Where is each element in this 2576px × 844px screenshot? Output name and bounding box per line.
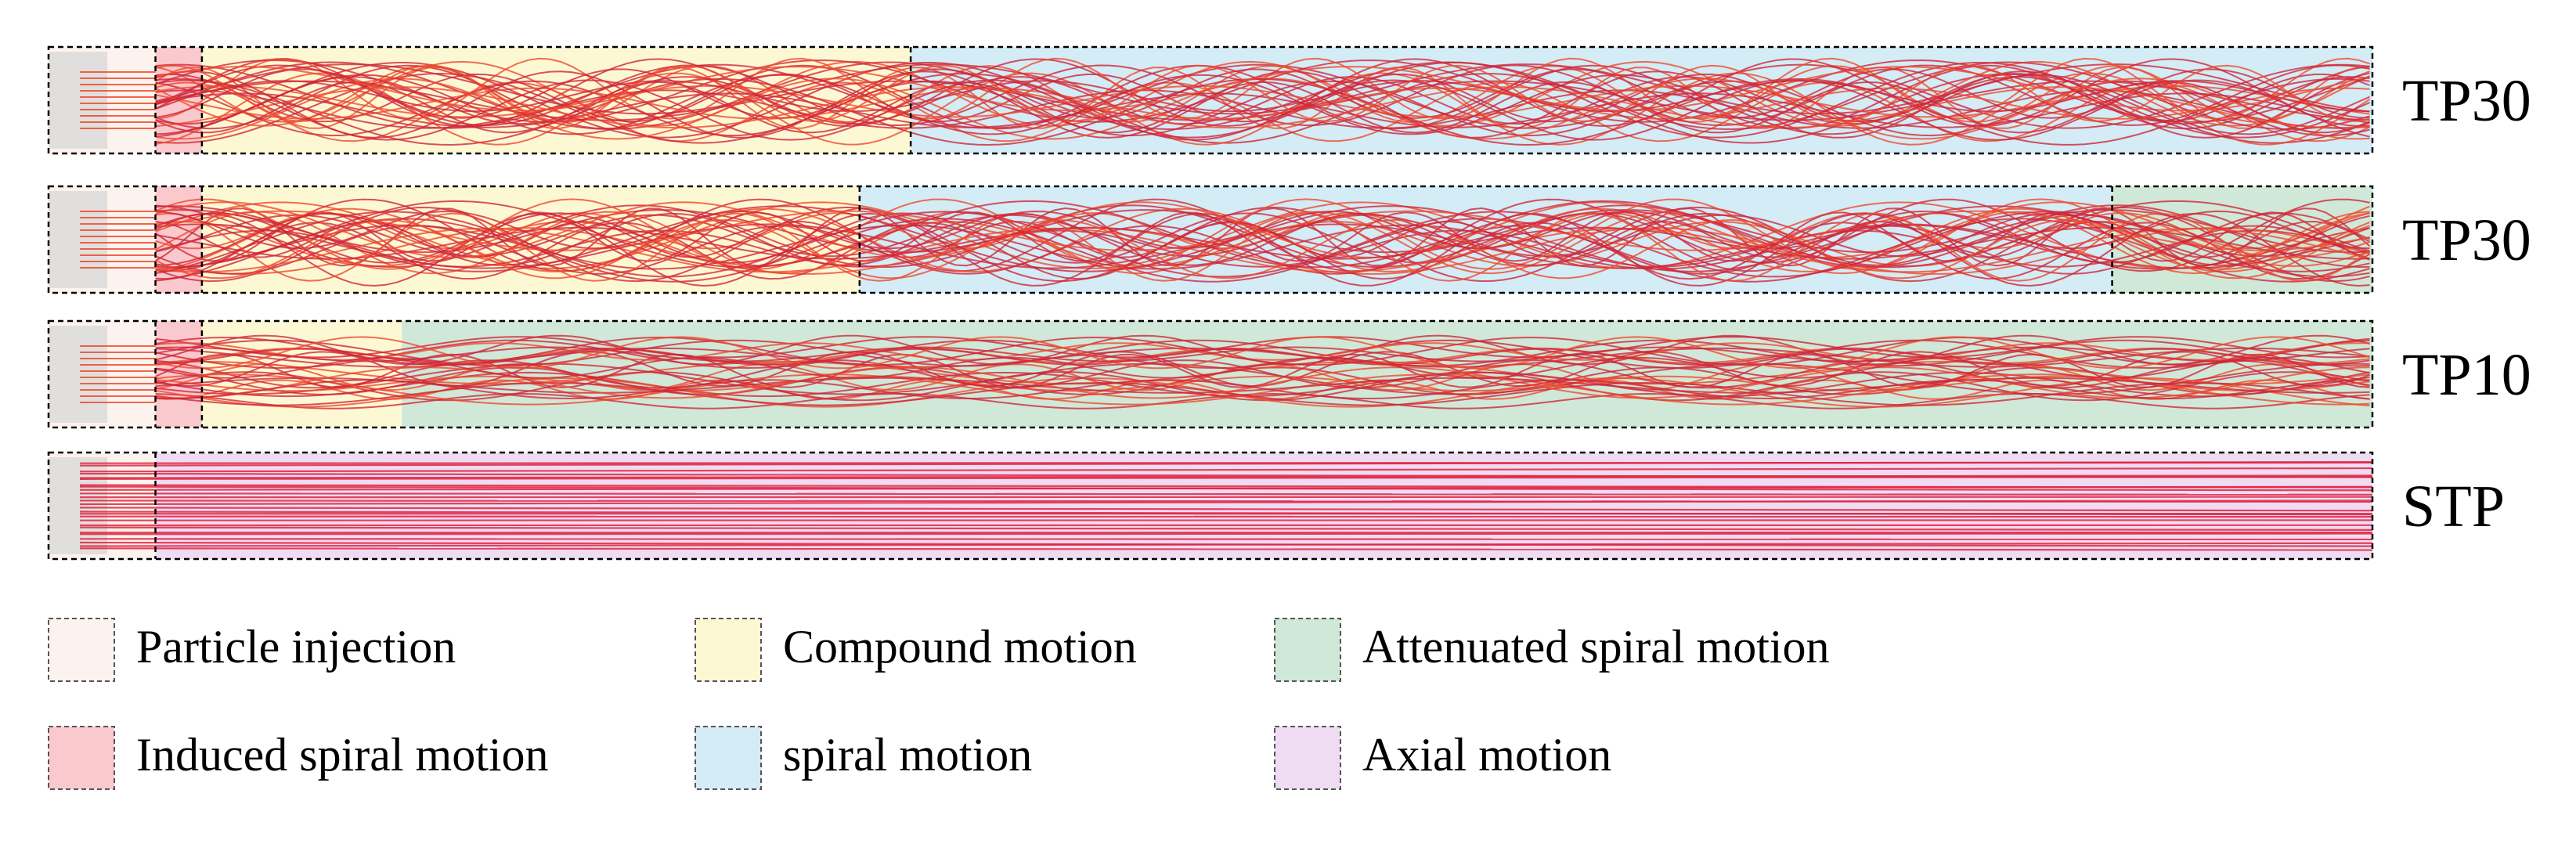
pipe-row-0: TP30 xyxy=(47,45,2531,155)
legend-item-spiral: spiral motion xyxy=(695,726,1032,790)
trajectory-curve xyxy=(155,72,2371,146)
trajectory-curve xyxy=(155,229,2370,268)
trajectory-line xyxy=(79,507,2373,512)
trajectory-line xyxy=(79,542,2373,547)
trajectory-curve xyxy=(155,86,2370,129)
trajectory-curve xyxy=(155,377,2370,408)
trajectory-curve xyxy=(155,211,2370,278)
inlet-block xyxy=(49,191,108,288)
trajectory-curve xyxy=(155,64,2370,123)
inlet-block xyxy=(49,52,108,149)
particle-trajectories xyxy=(80,57,2371,146)
trajectory-curve xyxy=(155,79,2370,141)
legend-item-induced: Induced spiral motion xyxy=(48,726,549,790)
trajectory-curve xyxy=(155,81,2370,134)
legend-label: Induced spiral motion xyxy=(136,729,549,781)
trajectory-curve xyxy=(155,346,2370,362)
legend-swatch xyxy=(48,726,115,790)
trajectory-curve xyxy=(155,211,2370,275)
legend-swatch xyxy=(695,618,762,682)
trajectory-curve xyxy=(155,377,2370,394)
legend: Particle injection Compound motion Attenua… xyxy=(48,618,1830,790)
trajectory-curve xyxy=(155,80,2370,137)
trajectory-line xyxy=(79,492,2373,496)
trajectory-curve xyxy=(155,348,2370,366)
trajectory-curve xyxy=(155,78,2370,146)
trajectory-curve xyxy=(155,379,2370,400)
trajectory-curve xyxy=(154,207,2371,267)
pipe-frame xyxy=(47,451,2374,561)
trajectory-curve xyxy=(155,74,2370,135)
trajectory-curve xyxy=(155,381,2370,406)
legend-label: Particle injection xyxy=(136,621,456,673)
pipe-row-1: TP30 xyxy=(47,185,2531,294)
trajectory-curve xyxy=(155,62,2370,139)
trajectory-line xyxy=(79,460,2373,467)
trajectory-curve xyxy=(155,225,2370,275)
trajectory-curve xyxy=(155,336,2370,370)
trajectory-curve xyxy=(155,336,2370,366)
trajectory-line xyxy=(79,500,2373,506)
legend-swatch xyxy=(695,726,762,790)
legend-label: Axial motion xyxy=(1362,729,1611,781)
trajectory-curve xyxy=(155,205,2370,272)
legend-item-axial: Axial motion xyxy=(1274,726,1611,790)
trajectory-curve xyxy=(155,73,2370,123)
trajectory-curve xyxy=(155,356,2370,379)
pipe-label: TP30 xyxy=(2402,68,2531,134)
trajectory-curve xyxy=(155,87,2370,120)
pipe-frame xyxy=(47,45,2374,155)
pipe-row-2: TP10 xyxy=(47,319,2531,429)
trajectory-curve xyxy=(155,66,2370,112)
trajectory-curve xyxy=(155,362,2370,395)
legend-swatch xyxy=(1274,618,1341,682)
legend-item-attenuated: Attenuated spiral motion xyxy=(1274,618,1830,682)
legend-item-compound: Compound motion xyxy=(695,618,1137,682)
legend-label: Attenuated spiral motion xyxy=(1362,621,1830,673)
trajectory-line xyxy=(79,476,2373,480)
pipe-frame xyxy=(47,185,2374,294)
pipe-label: STP xyxy=(2402,474,2505,539)
trajectory-line xyxy=(79,485,2373,491)
trajectory-curve xyxy=(155,210,2370,251)
legend-label: spiral motion xyxy=(783,729,1032,781)
trajectory-line xyxy=(79,467,2373,473)
particle-trajectories xyxy=(79,460,2373,551)
trajectory-line xyxy=(79,474,2373,479)
trajectory-curve xyxy=(155,342,2370,361)
trajectory-curve xyxy=(155,210,2370,250)
legend-label: Compound motion xyxy=(783,621,1137,673)
trajectory-curve xyxy=(155,218,2370,283)
particle-trajectories xyxy=(80,198,2371,287)
trajectory-curve xyxy=(155,68,2370,119)
trajectory-curve xyxy=(155,211,2370,250)
trajectory-curve xyxy=(155,373,2370,406)
legend-swatch xyxy=(1274,726,1341,790)
legend-item-injection: Particle injection xyxy=(48,618,456,682)
trajectory-line xyxy=(79,526,2373,532)
trajectory-curve xyxy=(155,227,2370,276)
particle-trajectories xyxy=(80,334,2370,409)
trajectory-curve xyxy=(155,212,2370,264)
trajectory-curve xyxy=(155,200,2370,269)
pipe-row-3: STP xyxy=(47,451,2505,561)
pipe-frame xyxy=(47,319,2374,429)
pipe-label: TP10 xyxy=(2402,342,2531,408)
legend-swatch xyxy=(48,618,115,682)
trajectory-line xyxy=(79,532,2373,536)
trajectory-curve xyxy=(155,218,2370,280)
trajectory-curve xyxy=(155,336,2370,359)
inlet-block xyxy=(49,326,108,423)
trajectory-curve xyxy=(155,92,2370,128)
trajectory-line xyxy=(79,547,2373,551)
pipe-label: TP30 xyxy=(2402,207,2531,273)
trajectory-curve xyxy=(155,80,2370,113)
trajectory-curve xyxy=(155,212,2370,266)
trajectory-curve xyxy=(155,64,2370,127)
